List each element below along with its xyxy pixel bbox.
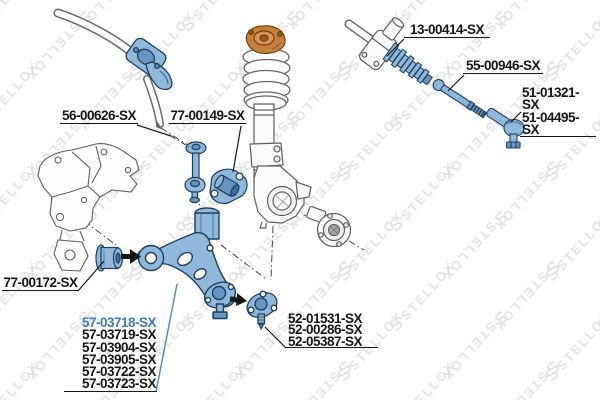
steering-knuckle-drawing [249, 142, 312, 229]
part-number-51-04495: 51-04495-SX [522, 109, 580, 137]
part-number-group-51: 51-01321-SX 51-04495-SX [520, 85, 596, 138]
part-number-57-03719: 57-03719-SX [81, 327, 157, 343]
part-number-56-00626: 56-00626-SX [60, 108, 138, 124]
tie-rod-end-drawing [486, 107, 525, 149]
part-number-group-52-ball-joint: 52-01531-SX 52-00286-SX 52-05387-SX [286, 311, 378, 349]
strut-top-mount [245, 25, 286, 55]
leader-lines [77, 38, 522, 349]
stabilizer-clamp-drawing [125, 37, 173, 91]
control-arm-drawing [137, 207, 237, 320]
part-number-13-00414: 13-00414-SX [404, 23, 490, 38]
leader-line-highlight [155, 283, 178, 393]
part-number-55-00946: 55-00946-SX [463, 59, 543, 74]
part-number-52-01531: 52-01531-SX [288, 311, 363, 326]
subframe-drawing [37, 143, 140, 272]
control-arm-rear-bushing-drawing [209, 168, 248, 205]
part-number-52-00286: 52-00286-SX [288, 322, 363, 338]
arrow-right-icon [121, 249, 141, 264]
stabilizer-bar-drawing [53, 8, 164, 130]
steering-rack-drawing [344, 17, 405, 71]
part-number-57-03904: 57-03904-SX [81, 339, 157, 355]
part-number-52-05387: 52-05387-SX [288, 333, 363, 349]
ball-joint-drawing [246, 290, 278, 330]
part-number-57-03722: 57-03722-SX [81, 364, 157, 380]
part-number-57-03723: 57-03723-SX [81, 376, 157, 392]
part-number-group-57-control-arm: 57-03718-SX 57-03719-SX 57-03904-SX 57-0… [64, 315, 157, 392]
stabilizer-link-drawing [184, 141, 207, 204]
part-number-77-00149: 77-00149-SX [169, 108, 246, 124]
part-number-51-01321: 51-01321-SX [522, 85, 580, 113]
wheel-hub-drawing [306, 205, 352, 248]
part-number-57-03905: 57-03905-SX [81, 351, 157, 367]
part-number-77-00172: 77-00172-SX [2, 275, 79, 291]
arrow-right-icon [229, 293, 247, 306]
tie-rod-drawing [432, 79, 488, 119]
control-arm-front-bushing-drawing [95, 244, 124, 272]
steering-boot-drawing [382, 42, 433, 86]
coil-spring [242, 47, 291, 111]
part-number-57-03718[interactable]: 57-03718-SX [81, 315, 157, 330]
